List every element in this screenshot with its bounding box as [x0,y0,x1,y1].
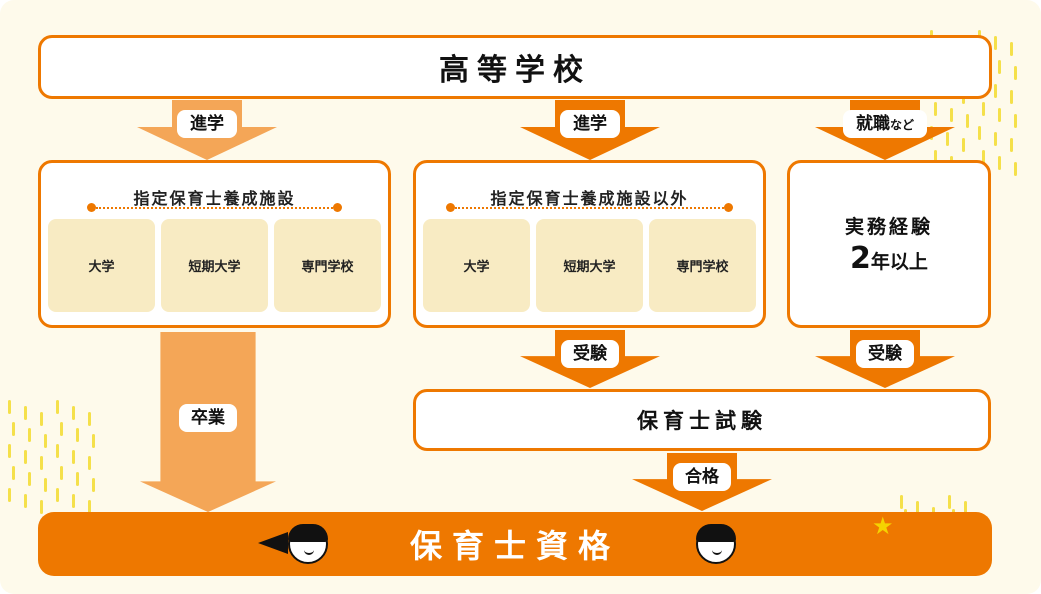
dash [8,488,11,502]
dash [72,450,75,464]
dash [92,434,95,448]
boy-face-icon [696,524,736,564]
dotted-line [96,207,333,209]
dash [964,501,967,515]
dash [40,456,43,470]
dash [88,412,91,426]
school-university: 大学 [423,219,530,312]
school-university: 大学 [48,219,155,312]
dash [60,466,63,480]
experience-label: 実務経験 [844,216,933,238]
dash [994,84,997,98]
dash [56,488,59,502]
dash [28,472,31,486]
dash [950,108,953,122]
dash [8,400,11,414]
dash [978,126,981,140]
employment-main: 就職 [855,114,890,134]
dash [28,428,31,442]
non-designated-title: 指定保育士養成施設以外 [490,189,689,208]
dash [900,495,903,509]
dash [1014,66,1017,80]
school-junior-college: 短期大学 [536,219,643,312]
qualification-bar: 保育士資格 [38,512,992,576]
dash [916,501,919,515]
dash [8,444,11,458]
dash [88,500,91,514]
dash [998,156,1001,170]
dash [12,422,15,436]
pass-label: 合格 [673,463,731,491]
dash [948,495,951,509]
experience-suffix: 年以上 [870,251,928,273]
school-junior-college: 短期大学 [161,219,268,312]
dash [934,150,937,164]
dash [1010,42,1013,56]
school-vocational: 専門学校 [649,219,756,312]
dash [76,428,79,442]
advance-label-left: 進学 [177,110,237,138]
employment-label: 就職など [843,110,927,138]
dash [994,132,997,146]
designated-facility-box: 指定保育士養成施設 大学 短期大学 専門学校 [38,160,391,328]
dot [333,203,342,212]
high-school-label: 高等学校 [439,53,591,88]
dash [994,36,997,50]
dash [998,60,1001,74]
employment-suffix: など [889,118,914,132]
work-experience-box: 実務経験 2年以上 [787,160,991,328]
dash [24,494,27,508]
exam-label-middle: 受験 [561,340,619,368]
dash [92,478,95,492]
non-designated-facility-box: 指定保育士養成施設以外 大学 短期大学 専門学校 [413,160,766,328]
dash [12,466,15,480]
dot [87,203,96,212]
dash [40,500,43,514]
dash [76,472,79,486]
nursery-exam-label: 保育士試験 [637,409,767,433]
experience-years: 2 [850,241,871,276]
dash [1014,162,1017,176]
dash [56,444,59,458]
designated-title: 指定保育士養成施設 [133,189,296,208]
dotted-line [455,207,724,209]
dash [982,102,985,116]
dash [982,150,985,164]
dash [24,406,27,420]
dash [44,478,47,492]
advance-label-middle: 進学 [560,110,620,138]
star-icon: ★ [872,512,894,540]
dash [44,434,47,448]
dash [1014,114,1017,128]
dash [72,406,75,420]
dash [60,422,63,436]
dash [934,102,937,116]
graduate-label: 卒業 [179,404,237,432]
dash [72,494,75,508]
dash [1010,138,1013,152]
qualification-label: 保育士資格 [409,527,620,565]
dash [56,400,59,414]
dash [24,450,27,464]
dash [88,456,91,470]
girl-face-icon [288,524,328,564]
dash [962,138,965,152]
dot [446,203,455,212]
dash [946,132,949,146]
school-vocational: 専門学校 [274,219,381,312]
dash [998,108,1001,122]
dot [724,203,733,212]
nursery-exam-box: 保育士試験 [413,389,991,451]
high-school-box: 高等学校 [38,35,992,99]
ponytail-icon [258,532,288,554]
dash [966,114,969,128]
dash [1010,90,1013,104]
exam-label-right: 受験 [856,340,914,368]
dash [40,412,43,426]
